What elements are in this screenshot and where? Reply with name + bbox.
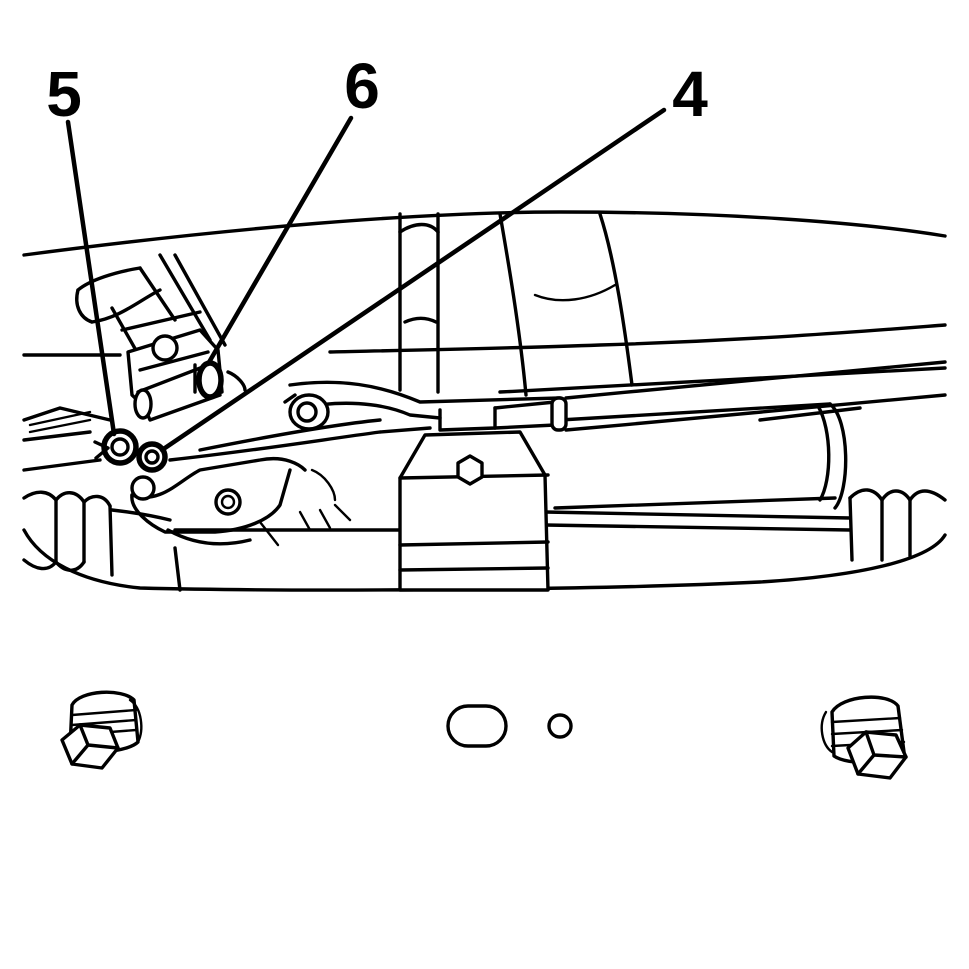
rack-housing bbox=[22, 402, 947, 592]
callout-4: 4 bbox=[672, 58, 708, 130]
fluid-lines bbox=[168, 360, 947, 462]
right-mount-bolt bbox=[820, 695, 908, 780]
hole bbox=[547, 713, 573, 739]
floor-pan bbox=[22, 210, 947, 394]
steering-shaft bbox=[75, 253, 247, 422]
frame-rail-left bbox=[22, 406, 112, 472]
mounting-bracket bbox=[398, 430, 550, 592]
leader-4 bbox=[159, 107, 667, 453]
leader-lines bbox=[65, 107, 667, 453]
crossmember bbox=[60, 690, 908, 780]
leader-6 bbox=[205, 115, 354, 367]
fastener-cluster bbox=[93, 428, 168, 473]
callout-5: 5 bbox=[46, 58, 82, 130]
left-mount-bolt bbox=[60, 690, 143, 770]
callout-6: 6 bbox=[344, 50, 380, 122]
leader-5 bbox=[65, 119, 117, 437]
bracket-plate bbox=[130, 457, 352, 547]
callout-labels: 5 6 4 bbox=[46, 50, 708, 130]
heat-shield bbox=[398, 212, 634, 397]
slot bbox=[446, 704, 508, 748]
